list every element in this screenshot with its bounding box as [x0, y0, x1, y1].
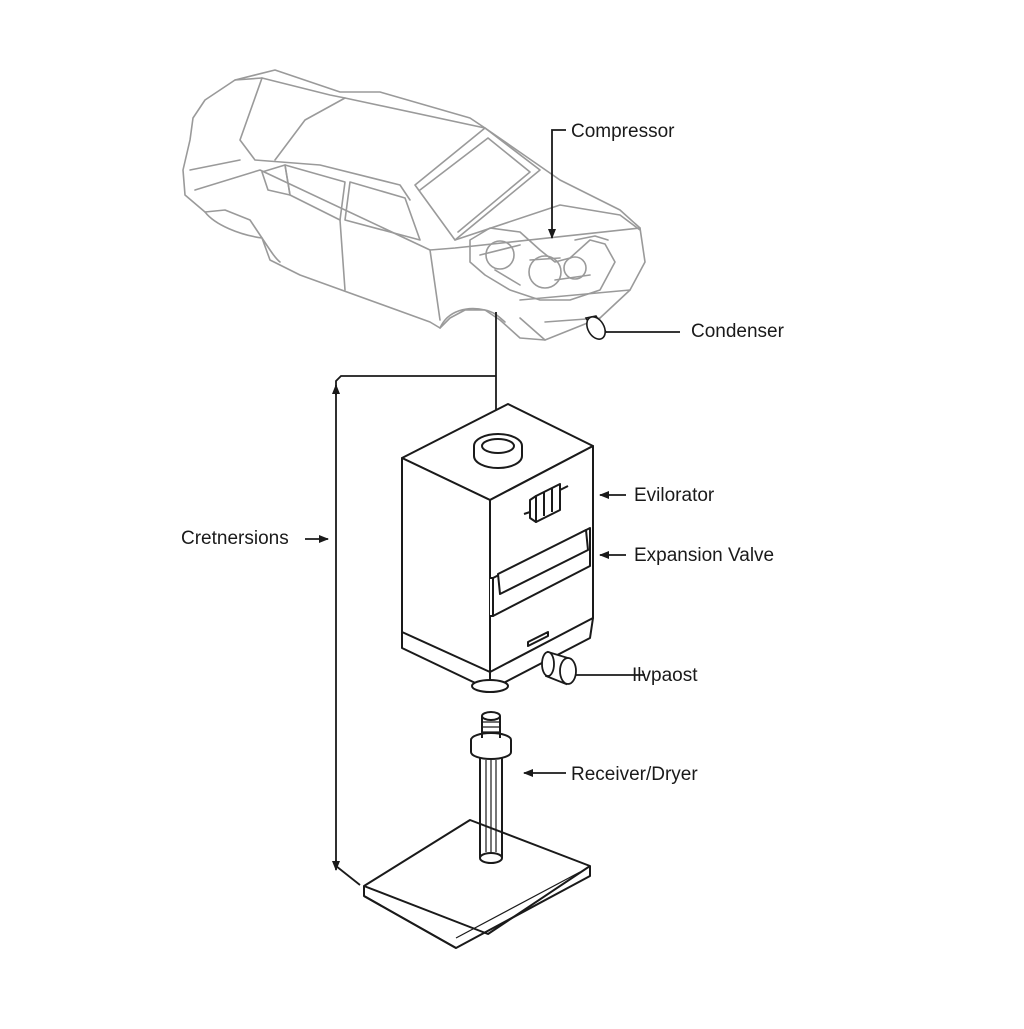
label-ilvpaost: Ilvpaost [632, 665, 698, 686]
receiver-dryer [363, 711, 591, 949]
label-receiver-dryer: Receiver/Dryer [571, 764, 698, 785]
condenser-fitting [584, 315, 608, 340]
leader-lines [305, 129, 680, 886]
label-compressor: Compressor [571, 121, 675, 142]
label-evaporator: Evilorator [634, 485, 715, 506]
ilvpaost-fitting [541, 650, 577, 686]
evaporator-unit [401, 403, 594, 693]
label-expansion-valve: Expansion Valve [634, 545, 775, 566]
car-illustration [182, 69, 646, 341]
label-condenser: Condenser [691, 321, 784, 342]
label-cretnersions: Cretnersions [181, 528, 289, 549]
